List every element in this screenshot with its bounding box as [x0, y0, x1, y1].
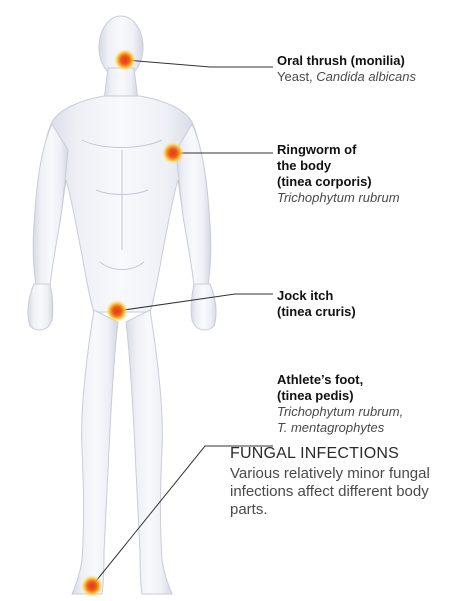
callout-athletes-foot: Athlete’s foot, (tinea pedis) Trichophyt… — [277, 372, 449, 436]
cause-organism: T. mentagrophytes — [277, 420, 384, 435]
legend-title: FUNGAL INFECTIONS — [230, 444, 445, 464]
callout-ringworm-name-1: Ringworm of — [277, 142, 447, 158]
cause-plain: Yeast, — [277, 69, 316, 84]
hotspot-mouth — [114, 49, 136, 71]
cause-organism: Trichophytum rubrum, — [277, 404, 403, 419]
callout-ringworm-name-2: the body — [277, 158, 447, 174]
callout-jock-itch-name-1: Jock itch — [277, 288, 447, 304]
legend-box: FUNGAL INFECTIONS Various relatively min… — [230, 444, 445, 519]
leader-line-oral — [126, 60, 273, 67]
callout-oral-thrush-cause: Yeast, Candida albicans — [277, 69, 447, 85]
legend-body: Various relatively minor fungal infectio… — [230, 465, 445, 519]
callout-athletes-foot-cause-1: Trichophytum rubrum, — [277, 404, 449, 420]
callout-oral-thrush: Oral thrush (monilia) Yeast, Candida alb… — [277, 53, 447, 85]
cause-organism: Candida albicans — [316, 69, 416, 84]
hotspot-groin — [106, 300, 128, 322]
callout-ringworm: Ringworm of the body (tinea corporis) Tr… — [277, 142, 447, 206]
hotspot-foot — [81, 575, 103, 597]
callout-athletes-foot-name-2: (tinea pedis) — [277, 388, 449, 404]
callout-ringworm-cause: Trichophytum rubrum — [277, 190, 447, 206]
callout-jock-itch: Jock itch (tinea cruris) — [277, 288, 447, 320]
callout-oral-thrush-name: Oral thrush (monilia) — [277, 53, 447, 69]
callout-athletes-foot-name-1: Athlete’s foot, — [277, 372, 449, 388]
cause-organism: Trichophytum rubrum — [277, 190, 400, 205]
callout-athletes-foot-cause-2: T. mentagrophytes — [277, 420, 449, 436]
hotspot-shoulder — [162, 142, 184, 164]
callout-jock-itch-name-2: (tinea cruris) — [277, 304, 447, 320]
callout-ringworm-name-3: (tinea corporis) — [277, 174, 447, 190]
